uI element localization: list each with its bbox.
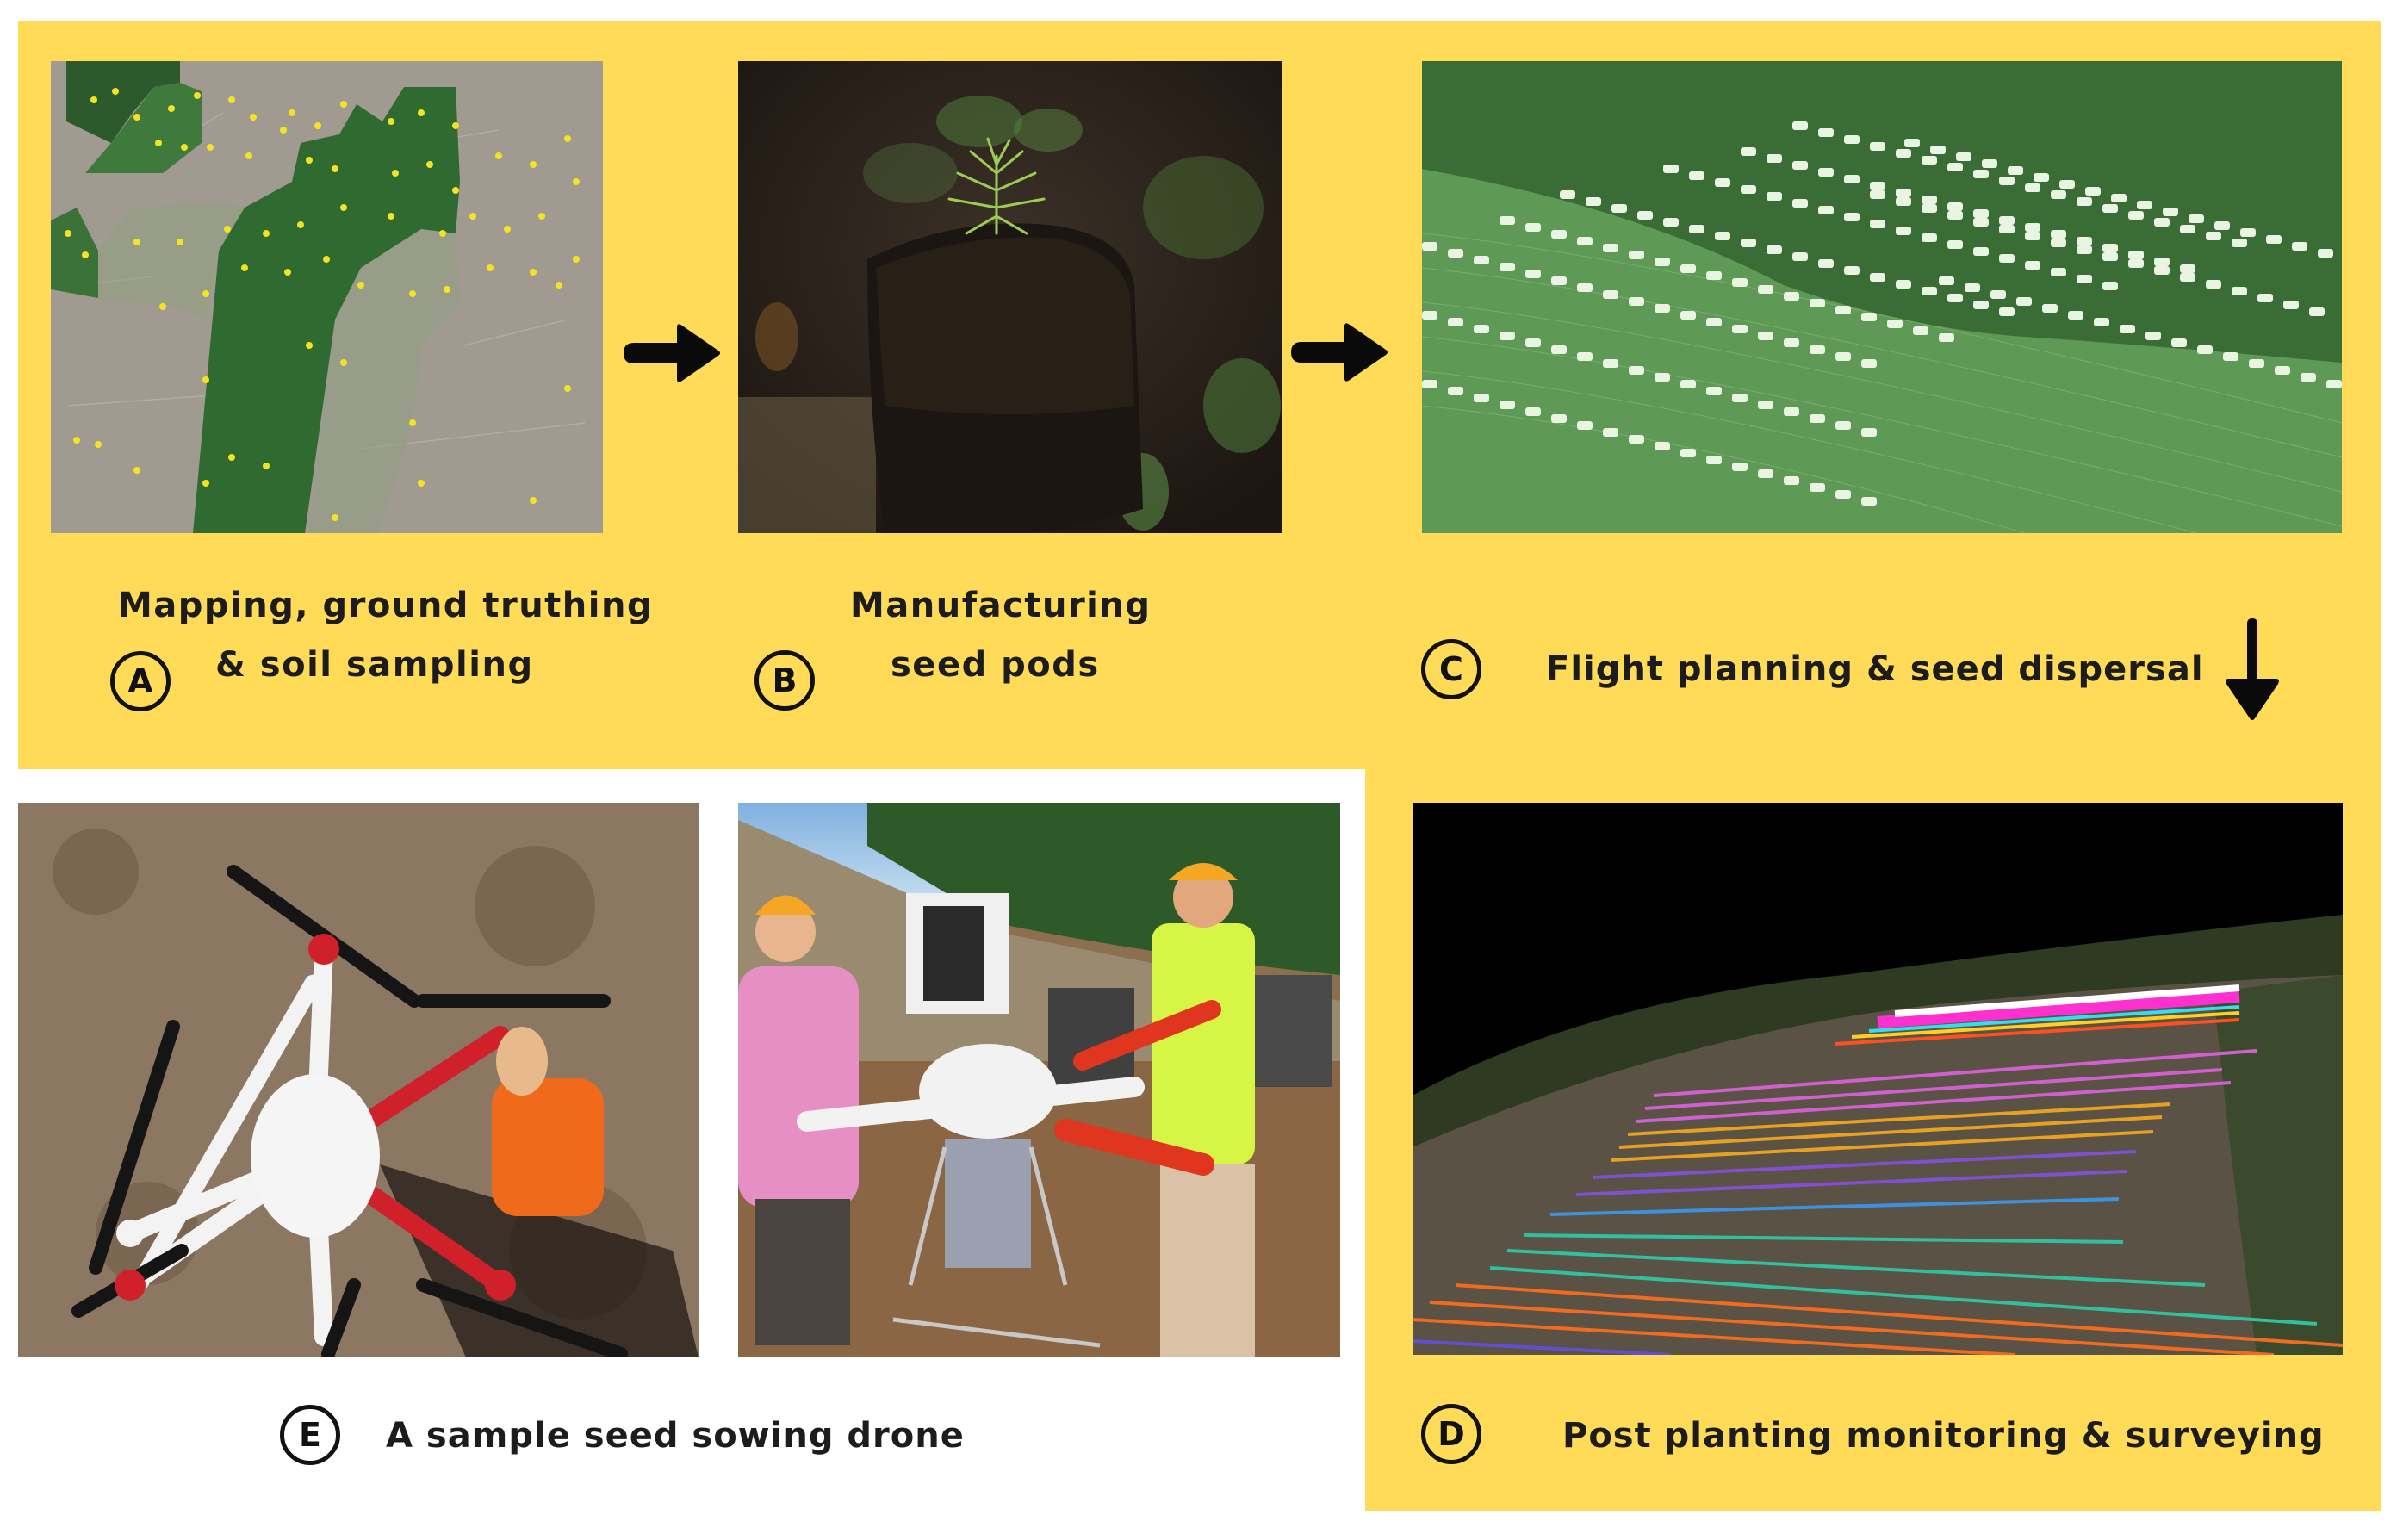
panel-b-seedpod-image bbox=[738, 61, 1282, 533]
badge-a: A bbox=[110, 651, 171, 711]
caption-a-line1: Mapping, ground truthing bbox=[118, 586, 654, 625]
badge-b: B bbox=[754, 650, 815, 711]
panel-e-drone-aerial-image bbox=[18, 803, 699, 1357]
arrow-right-icon bbox=[1291, 321, 1390, 383]
badge-d: D bbox=[1421, 1404, 1481, 1464]
caption-e: A sample seed sowing drone bbox=[386, 1416, 965, 1456]
caption-b-line2: seed pods bbox=[891, 645, 1100, 685]
badge-e: E bbox=[280, 1405, 340, 1465]
arrow-right-icon bbox=[624, 322, 723, 384]
caption-a-line2: & soil sampling bbox=[215, 645, 534, 685]
panel-d-survey-image bbox=[1413, 803, 2343, 1355]
panel-e-drone-operators-image bbox=[738, 803, 1340, 1357]
panel-c-flightplan-image bbox=[1422, 61, 2342, 533]
badge-c: C bbox=[1421, 639, 1481, 699]
caption-b-line1: Manufacturing bbox=[850, 586, 1152, 625]
caption-c: Flight planning & seed dispersal bbox=[1546, 649, 2204, 689]
panel-a-map-image bbox=[51, 61, 603, 533]
arrow-down-icon bbox=[2222, 618, 2282, 722]
caption-d: Post planting monitoring & surveying bbox=[1562, 1416, 2325, 1456]
